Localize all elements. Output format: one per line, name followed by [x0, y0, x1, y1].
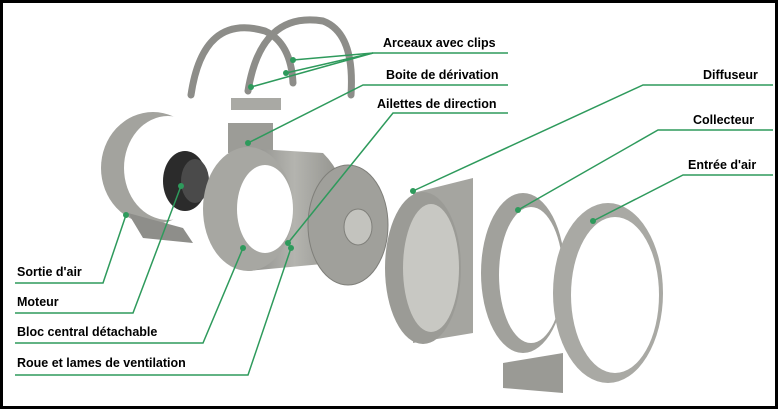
motor: [163, 151, 209, 211]
label-air-outlet: Sortie d'air: [17, 265, 82, 279]
label-arches: Arceaux avec clips: [383, 36, 496, 50]
label-diffuser: Diffuseur: [703, 68, 758, 82]
label-guide-vanes: Ailettes de direction: [377, 97, 497, 111]
label-motor: Moteur: [17, 295, 59, 309]
label-collector: Collecteur: [693, 113, 755, 127]
label-junction-box: Boite de dérivation: [386, 68, 499, 82]
label-impeller: Roue et lames de ventilation: [17, 356, 186, 370]
air-inlet: [503, 203, 663, 393]
leader-dots: [123, 57, 596, 251]
label-air-inlet: Entrée d'air: [688, 158, 757, 172]
fan-illustration: [15, 16, 773, 393]
diffuser: [385, 178, 473, 344]
leader-lines: [15, 52, 773, 376]
central-block: [203, 123, 346, 271]
collector: [481, 193, 565, 353]
impeller: [307, 164, 389, 286]
arch-plate: [231, 98, 281, 110]
label-central-block: Bloc central détachable: [17, 325, 158, 339]
